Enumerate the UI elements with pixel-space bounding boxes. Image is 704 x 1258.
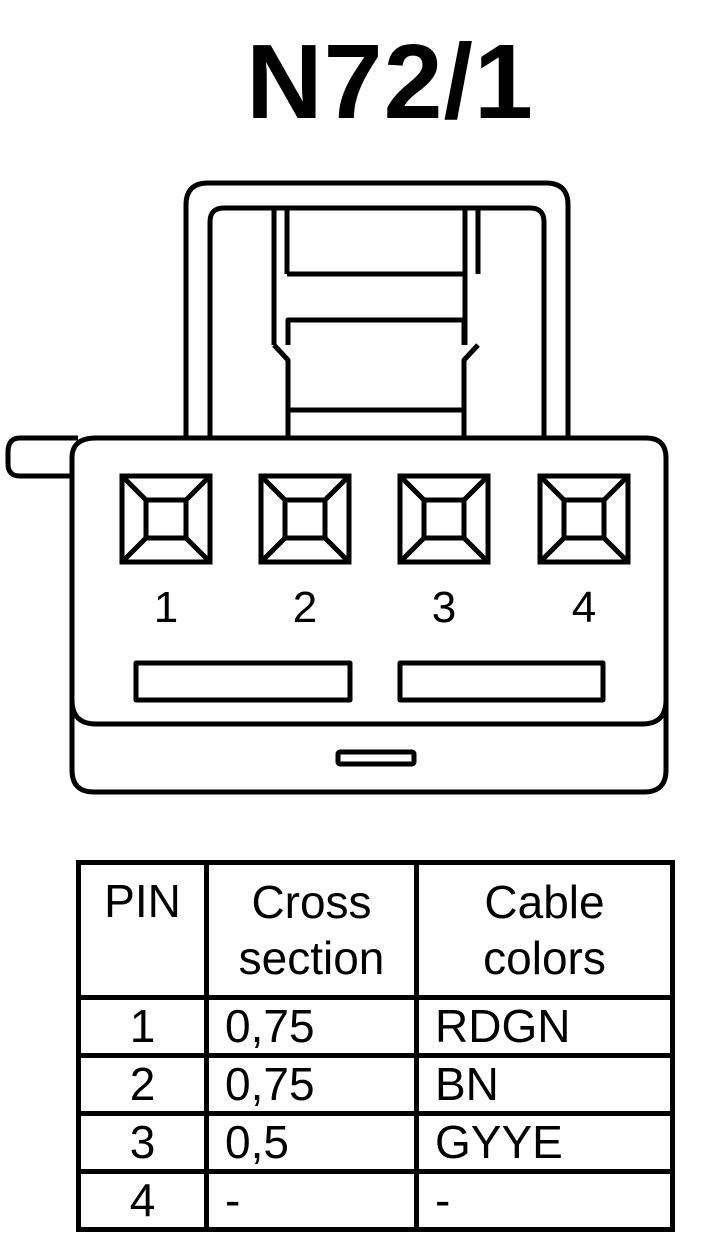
table-row: 4 - - (76, 1169, 675, 1232)
connector-title: N72/1 (246, 23, 534, 141)
table-row: 3 0,5 GYYE (76, 1111, 675, 1174)
table-row: 2 0,75 BN (76, 1053, 675, 1116)
table-header-row: PIN Cross section Cable colors (76, 860, 675, 1000)
side-clip (5, 435, 78, 479)
pin-label-4: 4 (572, 583, 596, 632)
pin-label-2: 2 (293, 583, 317, 632)
housing-body (69, 435, 669, 795)
key-slot-right (397, 660, 606, 703)
cell-cable-color: BN (414, 1053, 675, 1116)
latch-outer (183, 180, 571, 438)
cell-cable-color: RDGN (414, 995, 675, 1058)
cell-pin: 4 (76, 1169, 209, 1232)
connector-diagram: 1 2 3 4 (5, 180, 669, 795)
pin-terminal-1 (119, 473, 213, 565)
header-cross-section: Cross section (204, 860, 419, 1000)
cell-cross-section: - (204, 1169, 419, 1232)
header-pin: PIN (76, 860, 209, 1000)
latch-inner (207, 205, 547, 438)
cell-pin: 3 (76, 1111, 209, 1174)
pin-assignment-table: PIN Cross section Cable colors 1 0,75 RD… (76, 860, 675, 1232)
cell-cross-section: 0,5 (204, 1111, 419, 1174)
header-cross-section-line2: section (238, 932, 385, 984)
header-cable-colors: Cable colors (414, 860, 675, 1000)
pin-terminal-3 (397, 473, 491, 565)
housing-slot (335, 749, 417, 767)
key-slot-left (133, 660, 353, 703)
cell-cable-color: - (414, 1169, 675, 1232)
cell-pin: 1 (76, 995, 209, 1058)
pin-terminal-4 (537, 473, 631, 565)
pin-label-1: 1 (154, 583, 178, 632)
pin-label-3: 3 (432, 583, 456, 632)
table-row: 1 0,75 RDGN (76, 995, 675, 1058)
cell-pin: 2 (76, 1053, 209, 1116)
pin-terminal-2 (258, 473, 352, 565)
header-cable-colors-line1: Cable (484, 876, 605, 928)
cell-cross-section: 0,75 (204, 995, 419, 1058)
cell-cross-section: 0,75 (204, 1053, 419, 1116)
header-cross-section-line1: Cross (251, 876, 372, 928)
header-cable-colors-line2: colors (483, 932, 606, 984)
housing-front-edge (69, 699, 669, 727)
cell-cable-color: GYYE (414, 1111, 675, 1174)
